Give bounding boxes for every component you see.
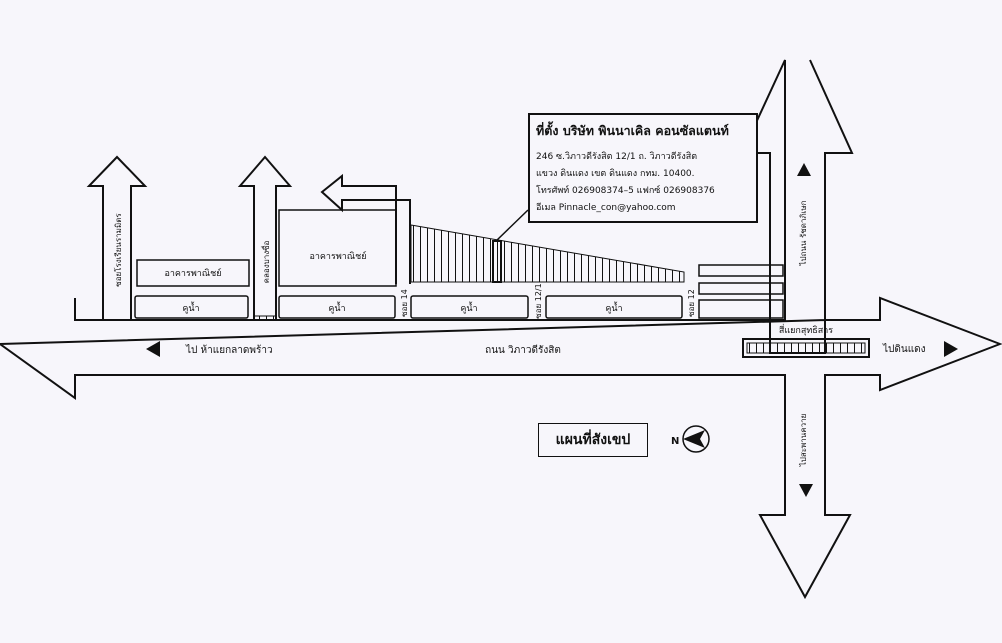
right-block-top [698, 264, 784, 277]
right-block-bottom [698, 299, 784, 319]
soi-12-1-label: ซอย 12/1 [534, 283, 543, 318]
main-road [0, 59, 1002, 600]
soi-left-label: ซอยโรงเรียนรามมิตร [113, 213, 123, 287]
right-block-mid [698, 282, 784, 295]
company-marker [492, 240, 502, 283]
canal-bridge [253, 315, 277, 321]
canal-label-2: คูน้ำ [328, 301, 345, 314]
to-ratchada-label: ไปถนน รัชดาภิเษก [799, 200, 808, 266]
canal-block-2 [278, 295, 396, 319]
map-title: แผนที่สังเขป [538, 423, 648, 457]
canal-block-1 [134, 295, 249, 319]
building-center-block [278, 209, 397, 287]
to-dindaeng-label: ไปดินแดง [882, 343, 926, 355]
building-center-label: อาคารพาณิชย์ [309, 250, 366, 262]
canal-label-4: คูน้ำ [605, 301, 622, 314]
canal-block-4 [545, 295, 683, 319]
company-address-line1: 246 ซ.วิภาวดีรังสิต 12/1 ถ. วิภาวดีรังสิ… [536, 152, 698, 162]
canal-label-3: คูน้ำ [460, 301, 477, 314]
building-left-block [136, 259, 250, 287]
canal-road [237, 155, 293, 320]
north-direction-icon [797, 163, 811, 176]
soi-14-label: ซอย 14 [400, 289, 409, 317]
soi-12-label: ซอย 12 [687, 289, 696, 317]
north-label: N [671, 436, 679, 447]
to-saphankwai-label: ไปสะพานควาย [799, 414, 808, 468]
company-lot-hatch [410, 224, 685, 283]
company-address-line2: แขวง ดินแดง เขต ดินแดง กทม. 10400. [536, 169, 695, 179]
main-road-label: ถนน วิภาวดีรังสิต [485, 344, 561, 356]
to-ladprao-label: ไป ห้าแยกลาดพร้าว [185, 344, 273, 356]
east-direction-icon [944, 341, 958, 357]
site-pointer [495, 209, 529, 242]
company-phone: โทรศัพท์ 026908374–5 แฟกซ์ 026908376 [536, 186, 715, 196]
canal-vertical-label: คลองบางซื่อ [260, 240, 271, 283]
west-direction-icon [146, 341, 160, 357]
canal-block-3 [410, 295, 529, 319]
building-left-label: อาคารพาณิชย์ [164, 267, 221, 279]
canal-label-1: คูน้ำ [182, 301, 199, 314]
soi-left-road [86, 155, 148, 320]
company-info-box: ที่ตั้ง บริษัท พินนาเคิล คอนซัลแตนท์ 246… [528, 113, 758, 223]
soi-14-arrow [320, 173, 411, 284]
company-title: ที่ตั้ง บริษัท พินนาเคิล คอนซัลแตนท์ [536, 123, 729, 138]
company-email: อีเมล Pinnacle_con@yahoo.com [536, 203, 676, 213]
south-direction-icon [799, 484, 813, 497]
north-compass-icon [682, 425, 710, 453]
intersection-label: สี่แยกสุทธิสาร [779, 323, 833, 336]
intersection-marker [742, 338, 870, 358]
